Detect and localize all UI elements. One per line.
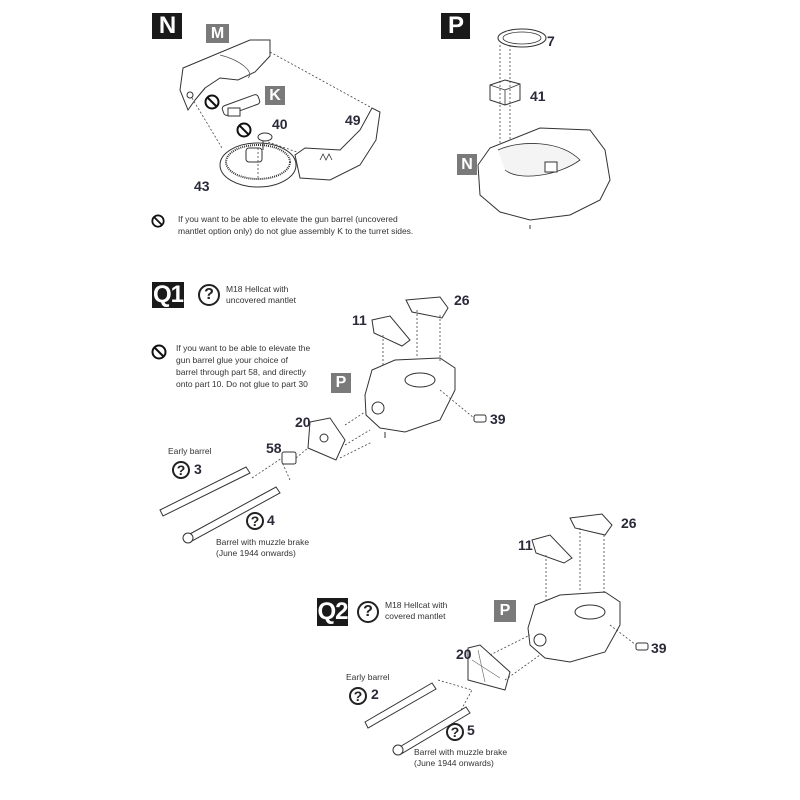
q1-note-line: onto part 10. Do not glue to part 30 (176, 379, 308, 389)
q2-variant-line1: M18 Hellcat with (385, 600, 448, 610)
part-41-drawing (489, 79, 521, 106)
q1-note-line: If you want to be able to elevate the (176, 343, 311, 353)
question-icon: ? (349, 687, 367, 705)
q2-early-barrel-label: Early barrel (346, 672, 390, 682)
ref-badge-n: N (457, 154, 477, 175)
part-number-39: 39 (490, 411, 506, 427)
ref-badge-p: P (494, 600, 516, 622)
part-number-40: 40 (272, 116, 288, 132)
q1-turret-drawing (364, 357, 456, 438)
part-k-drawing (221, 94, 261, 117)
part-number-58: 58 (266, 440, 282, 456)
q2-part-39-drawing (635, 642, 649, 651)
part-49-drawing (294, 107, 381, 181)
question-icon: ? (246, 512, 264, 530)
q2-brake-barrel-label: Barrel with muzzle brake (June 1944 onwa… (414, 747, 507, 769)
part-number-26: 26 (621, 515, 637, 531)
part-number-11: 11 (518, 537, 533, 553)
q2-part-26-drawing (569, 513, 613, 536)
ref-badge-m: M (206, 24, 229, 43)
q2-brake-line2: (June 1944 onwards) (414, 758, 494, 768)
no-glue-icon (204, 94, 220, 110)
q2-brake-line1: Barrel with muzzle brake (414, 747, 508, 757)
q1-part-20-drawing (307, 417, 346, 461)
part-number-3: 3 (194, 461, 202, 477)
question-icon: ? (198, 284, 220, 306)
question-icon: ? (357, 601, 379, 623)
ref-badge-k: K (265, 86, 285, 105)
q1-variant-title: M18 Hellcat with uncovered mantlet (226, 284, 296, 306)
part-40-drawing (257, 132, 273, 150)
q1-brake-line1: Barrel with muzzle brake (216, 537, 310, 547)
q2-variant-title: M18 Hellcat with covered mantlet (385, 600, 447, 622)
no-glue-icon (236, 122, 252, 138)
q1-brake-line2: (June 1944 onwards) (216, 548, 296, 558)
part-number-2: 2 (371, 686, 379, 702)
q1-part-58-drawing (281, 451, 297, 465)
step-n-badge: N (152, 12, 182, 39)
q1-part-26-drawing (405, 296, 449, 319)
question-icon: ? (446, 723, 464, 741)
part-number-11: 11 (352, 312, 367, 328)
q2-part-11-drawing (531, 534, 573, 564)
q1-variant-line1: M18 Hellcat with (226, 284, 289, 294)
q1-early-barrel-label: Early barrel (168, 446, 212, 456)
q2-part-20-drawing (467, 644, 511, 691)
part-number-41: 41 (530, 88, 546, 104)
q1-part-39-drawing (473, 414, 487, 423)
part-number-5: 5 (467, 722, 475, 738)
part-number-20: 20 (456, 646, 472, 662)
part-7-drawing (497, 28, 547, 48)
q1-note-line: gun barrel glue your choice of (176, 355, 288, 365)
q1-barrel-4-drawing (182, 486, 281, 544)
q1-brake-barrel-label: Barrel with muzzle brake (June 1944 onwa… (216, 537, 309, 559)
ref-badge-p: P (331, 373, 351, 393)
part-number-26: 26 (454, 292, 470, 308)
q1-variant-line2: uncovered mantlet (226, 295, 296, 305)
no-glue-icon (151, 214, 165, 228)
step-n-note: If you want to be able to elevate the gu… (178, 214, 414, 236)
step-p-badge: P (441, 12, 470, 39)
turret-side-m-drawing (179, 39, 271, 112)
question-icon: ? (172, 461, 190, 479)
q1-note: If you want to be able to elevate the gu… (176, 342, 336, 390)
part-number-4: 4 (267, 512, 275, 528)
q2-barrel-2-drawing (364, 682, 437, 729)
q2-turret-drawing (527, 591, 621, 663)
q1-note-line: barrel through part 58, and directly (176, 367, 306, 377)
q2-barrel-5-drawing (392, 706, 471, 756)
q1-barrel-3-drawing (159, 466, 251, 517)
step-q1-badge: Q1 (152, 281, 184, 308)
step-q2-badge: Q2 (317, 598, 349, 626)
part-number-39: 39 (651, 640, 667, 656)
no-glue-icon (151, 344, 167, 360)
part-number-43: 43 (194, 178, 210, 194)
turret-assembly-n-drawing (477, 127, 611, 229)
q2-variant-line2: covered mantlet (385, 611, 446, 621)
part-number-7: 7 (547, 33, 555, 49)
part-number-20: 20 (295, 414, 311, 430)
q1-part-11-drawing (371, 315, 411, 347)
part-number-49: 49 (345, 112, 361, 128)
